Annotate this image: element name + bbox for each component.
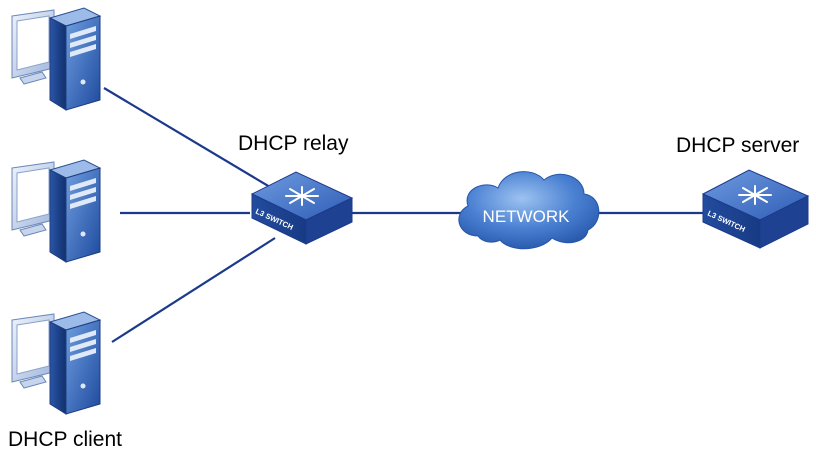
relay-switch-icon: L3 SWITCH <box>250 171 354 245</box>
network-links <box>103 87 705 343</box>
dhcp-client-label: DHCP client <box>8 428 122 451</box>
link-client1-relay <box>103 87 276 191</box>
server-switch-icon: L3 SWITCH <box>701 169 810 249</box>
client-computer-icon <box>11 311 101 415</box>
dhcp-relay-label: DHCP relay <box>238 132 349 155</box>
link-client3-relay <box>111 237 276 343</box>
client-computer-icon <box>11 159 101 263</box>
client-computer-icon <box>11 7 101 111</box>
network-cloud-icon: NETWORK <box>458 171 600 250</box>
dhcp-server-label: DHCP server <box>676 134 800 157</box>
network-cloud-label: NETWORK <box>483 207 571 226</box>
